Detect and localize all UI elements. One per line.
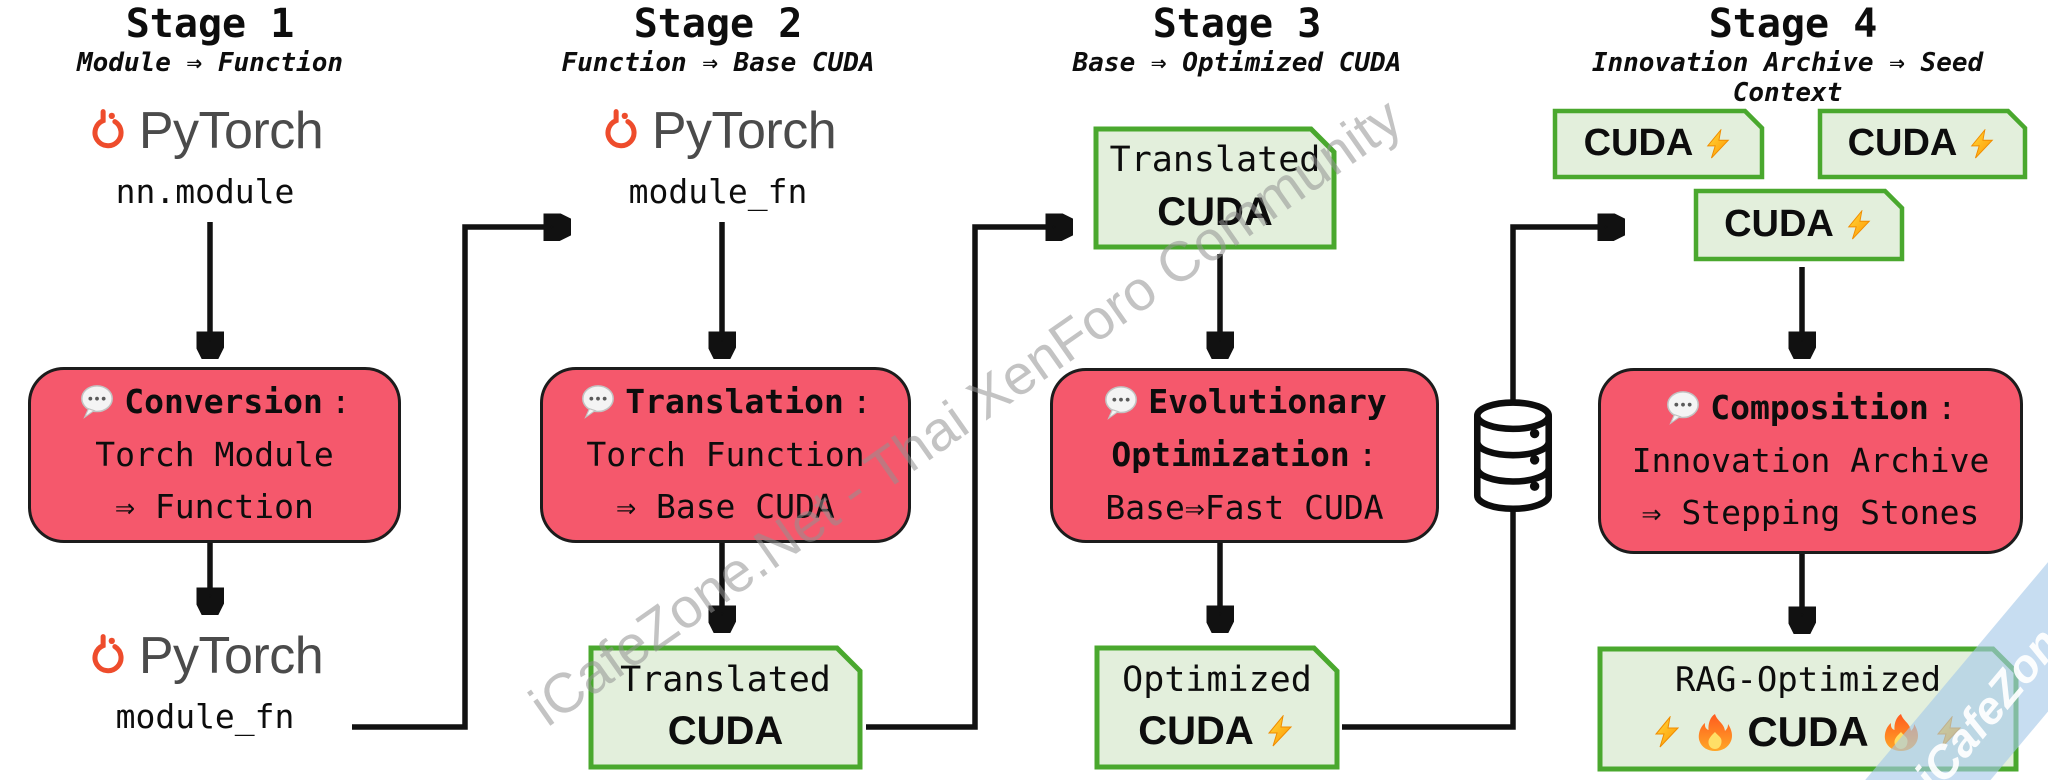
- stage2-process-box: Translation: Torch Function ⇒ Base CUDA: [540, 367, 911, 543]
- stage4-process-colon: :: [1936, 387, 1957, 427]
- speech-balloon-icon: [1667, 391, 1700, 426]
- stage1-pytorch-bottom: PyTorch: [30, 625, 380, 687]
- stage1-process-line3: ⇒ Function: [115, 487, 314, 527]
- stage2-process-colon: :: [851, 381, 872, 421]
- stage4-process-line3: ⇒ Stepping Stones: [1641, 493, 1980, 533]
- stage2-title: Stage 2: [633, 1, 803, 47]
- stage4-cuda-chip-3: CUDA: [1693, 188, 1905, 262]
- stage4-title: Stage 4: [1708, 1, 1878, 47]
- note-content: RAG-Optimized CUDA: [1597, 646, 2019, 772]
- note-line1: Optimized: [1122, 659, 1312, 700]
- fire-icon: [1699, 713, 1733, 751]
- note-line1: RAG-Optimized: [1674, 659, 1942, 700]
- stage4-process-box: Composition: Innovation Archive ⇒ Steppi…: [1598, 368, 2023, 554]
- stage4-subtitle: Innovation Archive ⇒ Seed Context: [1591, 48, 1984, 108]
- note-content: Translated CUDA: [1093, 126, 1337, 250]
- cuda-label: CUDA: [667, 709, 784, 754]
- cuda-label: CUDA: [1157, 189, 1273, 234]
- stage1-code-bottom: module_fn: [115, 697, 295, 736]
- note-line1: Translated: [1109, 140, 1321, 181]
- note-line1: Translated: [620, 659, 831, 700]
- lightning-icon: [1655, 715, 1680, 748]
- stage4-process-line2: Innovation Archive: [1631, 440, 1990, 480]
- note-shape: [1093, 126, 1337, 250]
- stage3-process-colon: :: [1357, 435, 1378, 475]
- note-content: Translated CUDA: [588, 645, 863, 770]
- stage2-process-line3: ⇒ Base CUDA: [616, 487, 835, 527]
- stage3-title: Stage 3: [1152, 1, 1322, 47]
- stage1-process-box: Conversion: Torch Module ⇒ Function: [28, 367, 401, 543]
- cuda-label: CUDA: [1747, 707, 1869, 755]
- stage2-subtitle: Function ⇒ Base CUDA: [561, 48, 875, 78]
- stage4-cuda-chip-2: CUDA: [1817, 108, 2028, 180]
- note-shape: [1817, 108, 2028, 180]
- stage1-process-line2: Torch Module: [95, 434, 334, 474]
- stage3-optimized-cuda-box: Optimized CUDA: [1094, 645, 1340, 770]
- stage3-process-line2: Optimization:: [1111, 429, 1377, 482]
- pytorch-flame-icon: [605, 109, 637, 149]
- lightning-icon: [1936, 715, 1961, 748]
- pytorch-wordmark: PyTorch: [138, 102, 324, 160]
- stage3-process-head: Evolutionary: [1148, 382, 1387, 422]
- stage1-process-head: Conversion: [124, 381, 323, 421]
- speech-balloon-icon: [582, 385, 615, 420]
- pytorch-flame-icon: [92, 634, 124, 674]
- cuda-label: CUDA: [1724, 203, 1834, 246]
- speech-balloon-icon: [81, 385, 114, 420]
- stage3-subtitle: Base ⇒ Optimized CUDA: [1072, 48, 1402, 78]
- stage1-pytorch-top: PyTorch: [30, 100, 380, 162]
- stage4-rag-optimized-box: RAG-Optimized CUDA: [1597, 646, 2019, 772]
- stage2-process-head: Translation: [625, 381, 844, 421]
- lightning-icon: [1847, 209, 1871, 240]
- pytorch-wordmark: PyTorch: [651, 102, 837, 160]
- note-content: CUDA: [1817, 108, 2028, 180]
- stage2-process-line1: Translation:: [579, 376, 872, 429]
- stage1-code-top: nn.module: [115, 172, 295, 211]
- fire-icon: [1884, 713, 1918, 751]
- stage3-process-head2: Optimization: [1111, 435, 1350, 475]
- pytorch-flame-icon: [92, 109, 124, 149]
- stage1-subtitle: Module ⇒ Function: [76, 48, 344, 78]
- note-shape: [588, 645, 863, 770]
- stage1-process-line1: Conversion:: [78, 376, 351, 429]
- stage4-process-head: Composition: [1710, 387, 1929, 427]
- lightning-icon: [1971, 128, 1994, 159]
- stage3-process-line1: Evolutionary: [1102, 376, 1387, 429]
- stage4-cuda-chip-1: CUDA: [1552, 108, 1765, 180]
- stage1-process-colon: :: [330, 381, 351, 421]
- note-content: CUDA: [1693, 188, 1905, 262]
- note-shape: [1552, 108, 1765, 180]
- stage2-process-line2: Torch Function: [586, 434, 865, 474]
- stage3-translated-cuda-box: Translated CUDA: [1093, 126, 1337, 250]
- stage2-translated-cuda-box: Translated CUDA: [588, 645, 863, 770]
- stage2-code-top: module_fn: [628, 172, 808, 211]
- stage3-process-box: Evolutionary Optimization: Base⇒Fast CUD…: [1050, 368, 1439, 543]
- stage1-title: Stage 1: [125, 1, 295, 47]
- cuda-label: CUDA: [1138, 709, 1254, 754]
- cuda-label: CUDA: [1847, 122, 1958, 165]
- cuda-label: CUDA: [1583, 122, 1694, 165]
- lightning-icon: [1267, 715, 1292, 747]
- stage3-process-line3: Base⇒Fast CUDA: [1105, 487, 1384, 527]
- stage4-process-line1: Composition:: [1664, 382, 1957, 435]
- note-content: Optimized CUDA: [1094, 645, 1340, 770]
- stage2-pytorch-top: PyTorch: [543, 100, 893, 162]
- lightning-icon: [1707, 128, 1730, 159]
- database-icon: [1473, 399, 1553, 513]
- speech-balloon-icon: [1105, 385, 1138, 420]
- note-shape: [1693, 188, 1905, 262]
- note-content: CUDA: [1552, 108, 1765, 180]
- pytorch-wordmark: PyTorch: [138, 627, 324, 685]
